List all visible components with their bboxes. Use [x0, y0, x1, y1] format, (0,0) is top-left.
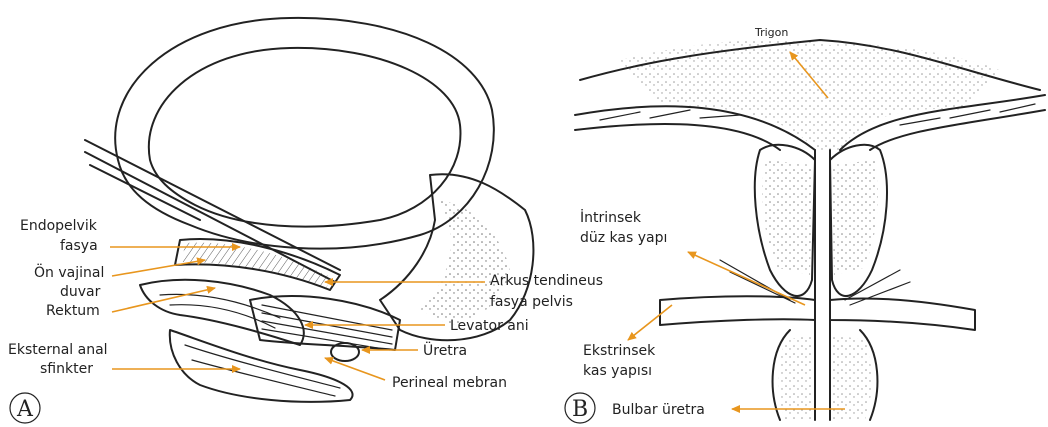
- bladder-outer: [115, 18, 494, 249]
- arrow-ekstrinsek: [628, 305, 672, 340]
- label-intrinsek-1: İntrinsek: [580, 208, 642, 226]
- arrow-on-vajinal: [112, 260, 205, 276]
- label-on-vajinal-1: Ön vajinal: [34, 263, 104, 281]
- arrow-perineal: [325, 358, 385, 380]
- label-intrinsek-2: düz kas yapı: [580, 230, 667, 246]
- label-endopelvik-2: fasya: [60, 238, 98, 254]
- label-bulbar: Bulbar üretra: [612, 402, 705, 418]
- label-trigon: Trigon: [754, 26, 788, 39]
- label-eksternal-2: sfinkter: [40, 361, 93, 377]
- label-on-vajinal-2: duvar: [60, 284, 101, 300]
- label-ekstrinsek-2: kas yapısı: [583, 363, 652, 379]
- label-rektum: Rektum: [46, 303, 100, 319]
- label-endopelvik-1: Endopelvik: [20, 218, 98, 234]
- rectum: [140, 280, 304, 345]
- label-arkus-2: fasya pelvis: [490, 294, 573, 310]
- bladder-inner: [149, 48, 461, 227]
- panel-a-letter: A: [16, 397, 34, 422]
- arrow-rektum: [112, 288, 215, 312]
- label-ekstrinsek-1: Ekstrinsek: [583, 343, 656, 359]
- label-arkus-1: Arkus tendineus: [490, 273, 603, 289]
- panel-b-letter: B: [572, 397, 588, 422]
- extrinsic-muscle: [660, 296, 815, 325]
- label-uretra: Üretra: [423, 341, 467, 359]
- label-eksternal-1: Eksternal anal: [8, 342, 108, 358]
- label-levator: Levator ani: [450, 318, 529, 334]
- label-perineal: Perineal mebran: [392, 375, 507, 391]
